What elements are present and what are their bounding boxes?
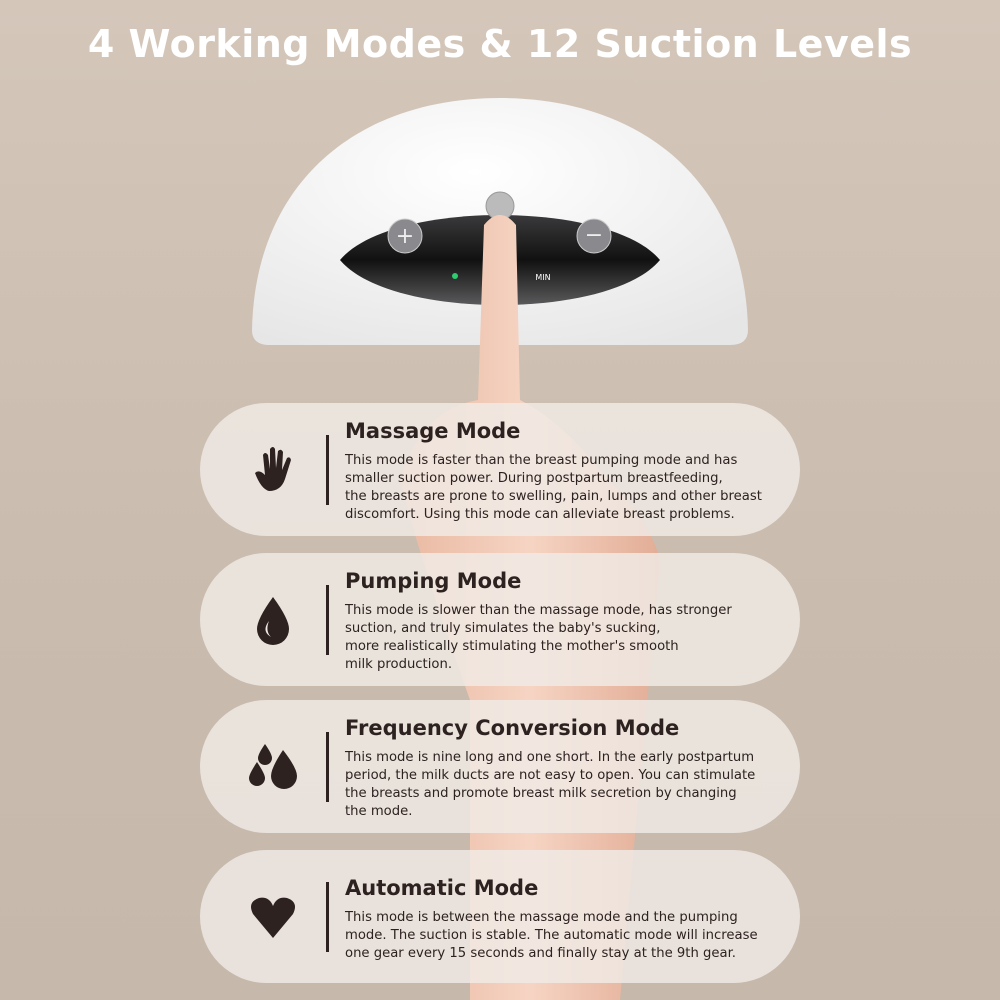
mode-title: Automatic Mode (345, 876, 539, 900)
heart-icon (251, 897, 295, 938)
mode-card-automatic-mode: Automatic Mode This mode is between the … (200, 850, 800, 983)
mode-card-pumping-mode: Pumping Mode This mode is slower than th… (200, 553, 800, 686)
description-line: suction, and truly simulates the baby's … (345, 621, 661, 636)
svg-text:−: − (585, 223, 603, 248)
divider (326, 435, 329, 505)
mode-description: This mode is faster than the breast pump… (345, 452, 775, 524)
mode-title: Pumping Mode (345, 569, 522, 593)
description-line: This mode is faster than the breast pump… (345, 453, 738, 468)
display-min-label: MIN (535, 273, 550, 282)
mode-description: This mode is between the massage mode an… (345, 909, 775, 963)
page-title: 4 Working Modes & 12 Suction Levels (87, 22, 913, 66)
description-line: milk production. (345, 657, 453, 672)
mode-title: Massage Mode (345, 419, 521, 443)
mode-title: Frequency Conversion Mode (345, 716, 680, 740)
description-line: the breasts are prone to swelling, pain,… (345, 489, 762, 504)
svg-text:+: + (396, 224, 414, 249)
description-line: more realistically stimulating the mothe… (345, 639, 679, 654)
description-line: discomfort. Using this mode can alleviat… (345, 507, 735, 522)
drop-icon (257, 597, 289, 645)
droplets-icon (249, 744, 297, 789)
plus-button (387, 218, 423, 254)
divider (326, 585, 329, 655)
description-line: This mode is slower than the massage mod… (345, 603, 732, 618)
mode-card-frequency-conversion-mode: Frequency Conversion Mode This mode is n… (200, 700, 800, 833)
description-line: mode. The suction is stable. The automat… (345, 928, 758, 943)
divider (326, 882, 329, 952)
description-line: This mode is between the massage mode an… (345, 910, 738, 925)
description-line: the breasts and promote breast milk secr… (345, 786, 737, 801)
mode-description: This mode is slower than the massage mod… (345, 602, 775, 674)
description-line: This mode is nine long and one short. In… (345, 750, 755, 765)
mode-card-massage-mode: Massage Mode This mode is faster than th… (200, 403, 800, 536)
description-line: one gear every 15 seconds and finally st… (345, 946, 736, 961)
description-line: period, the milk ducts are not easy to o… (345, 768, 756, 783)
description-line: the mode. (345, 804, 413, 819)
description-line: smaller suction power. During postpartum… (345, 471, 723, 486)
mode-description: This mode is nine long and one short. In… (345, 749, 775, 821)
divider (326, 732, 329, 802)
minus-button (576, 218, 612, 254)
hand-icon (255, 447, 291, 491)
